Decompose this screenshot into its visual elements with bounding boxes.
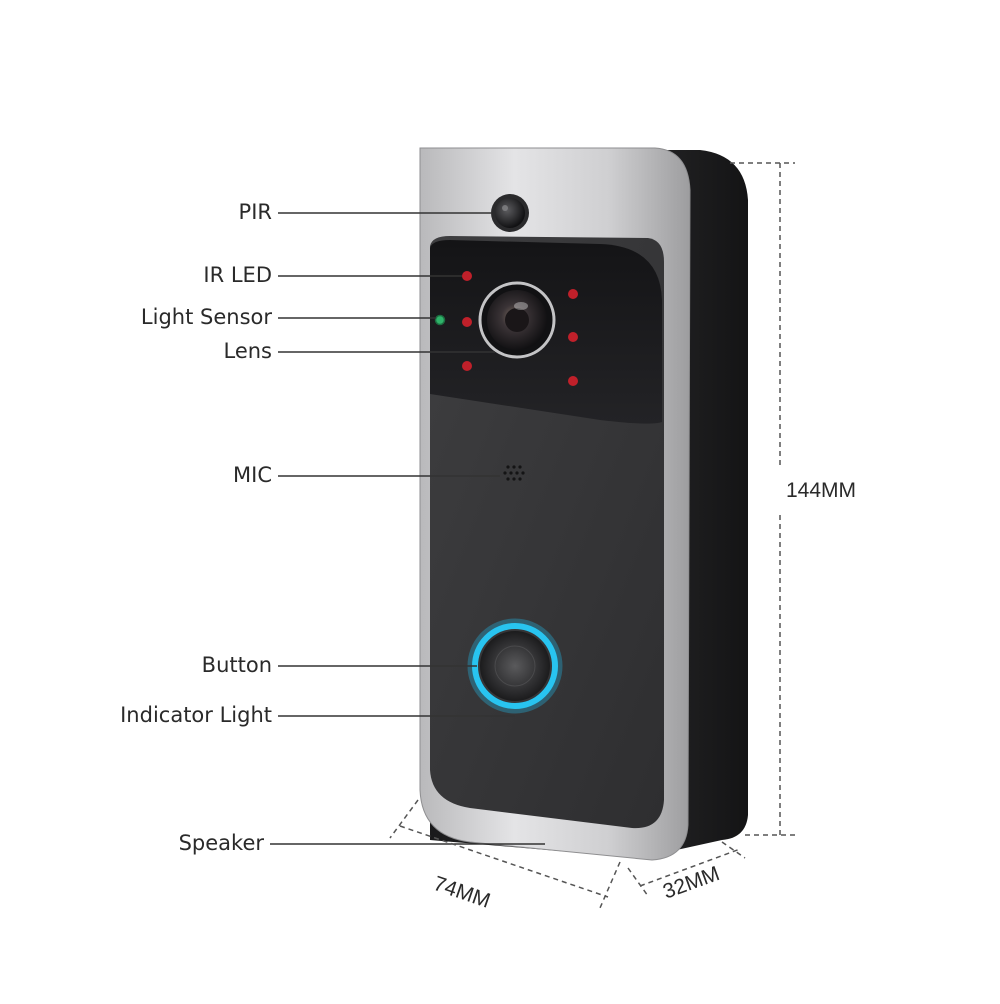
label-lens: Lens	[223, 339, 272, 363]
light-sensor-icon	[434, 314, 446, 326]
ir-led-array	[462, 271, 578, 386]
label-speaker: Speaker	[178, 831, 264, 855]
pir-sensor-icon	[491, 194, 529, 232]
doorbell-button-icon	[467, 618, 563, 714]
label-light-sensor: Light Sensor	[140, 305, 272, 329]
callout-lines	[270, 212, 545, 845]
camera-lens-icon	[478, 281, 556, 359]
dimension-lines	[389, 162, 795, 909]
label-button: Button	[201, 653, 272, 677]
label-indicator-light: Indicator Light	[120, 703, 272, 727]
dimension-height: 144MM	[786, 479, 857, 502]
label-ir-led: IR LED	[203, 263, 272, 287]
mic-holes-icon	[503, 465, 525, 481]
label-pir: PIR	[238, 200, 272, 224]
label-mic: MIC	[233, 463, 272, 487]
